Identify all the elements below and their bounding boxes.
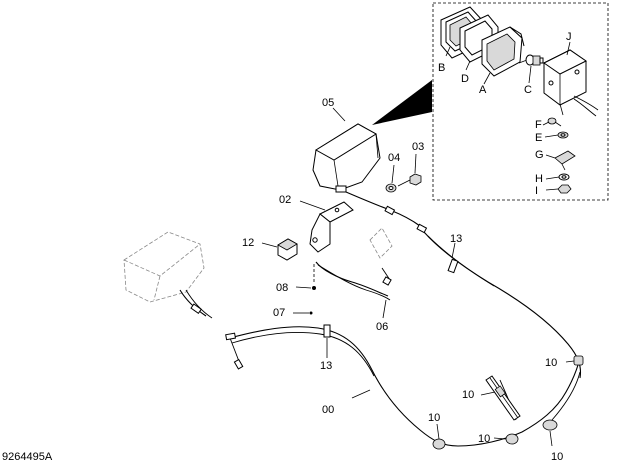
callout-07: 07 [273,307,285,319]
reference-outline [369,227,393,259]
part-12-rubber-block [261,238,298,261]
part-08-washer [295,286,316,290]
callout-02: 02 [279,194,291,206]
drawing-number: 9264495A [2,451,53,463]
label-D: D [461,73,469,85]
label-G: G [535,149,544,161]
label-C: C [524,84,532,96]
part-10-clamp-bottom-right [542,419,558,447]
label-I: I [535,185,538,197]
label-H: H [535,173,543,185]
detail-frame [432,2,609,201]
part-10-clamp-bottom-mid [493,433,519,445]
callout-13-upper: 13 [450,233,462,245]
part-10-clamp-right [565,355,584,366]
part-f-screw [547,117,562,127]
label-F: F [535,119,542,131]
callout-13-lower: 13 [320,360,332,372]
part-g-lock-washer [554,150,576,171]
lamp-lead [345,191,428,234]
detail-pointer [372,80,432,125]
part-a-lamp-lens [481,26,525,77]
callout-10-loom: 10 [462,389,474,401]
part-e-washer [557,131,569,139]
callout-10-bottom-left: 10 [428,412,440,424]
callout-10-bottom-right: 10 [551,451,563,463]
label-B: B [438,62,445,74]
callout-05: 05 [322,97,334,109]
callout-10-right: 10 [545,357,557,369]
part-13-clip-lower [323,324,331,358]
callout-00: 00 [322,404,334,416]
part-10-clamp-loom [480,375,521,421]
part-j-lamp-housing [543,49,599,117]
part-13-clip-upper [447,242,459,274]
label-A: A [479,84,487,96]
label-E: E [535,132,542,144]
callout-04: 04 [388,152,400,164]
part-04-washer [385,164,397,193]
part-06-harness [315,261,392,319]
callout-03: 03 [412,141,424,153]
rear-lamp-outline [123,231,205,303]
label-J: J [566,31,572,43]
part-07-bolt [293,264,315,315]
callout-08: 08 [276,282,288,294]
part-h-washer [558,173,570,181]
callout-10-bottom-mid: 10 [478,433,490,445]
part-02-bracket [299,200,354,253]
part-05-work-lamp [312,107,381,193]
callout-06: 06 [376,321,388,333]
callout-12: 12 [242,237,254,249]
part-10-clamp-bottom-left [432,423,446,450]
detail-view: B D A C J F E G H I [372,2,609,201]
part-i-nut [557,184,572,194]
part-c-bulb [518,54,544,66]
part-03-bolt [397,153,422,187]
